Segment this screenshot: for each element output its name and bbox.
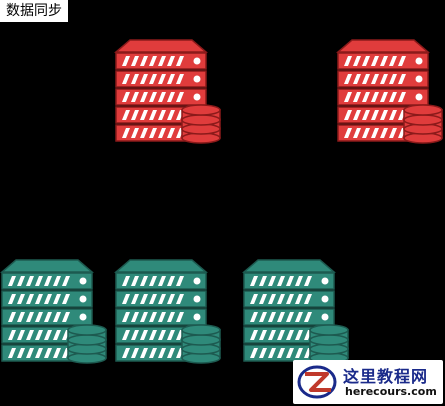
watermark-badge: 这里教程网 herecours.com — [293, 360, 443, 404]
watermark-url: herecours.com — [345, 385, 437, 398]
z-logo-icon — [297, 365, 337, 399]
data-sync-label: 数据同步 — [0, 0, 68, 22]
teal-server-1-icon — [0, 259, 107, 364]
teal-server-2-icon — [113, 259, 221, 364]
teal-server-3-icon — [241, 259, 349, 364]
watermark-name: 这里教程网 — [343, 367, 429, 386]
red-server-1-icon — [113, 39, 221, 144]
red-server-2-icon — [335, 39, 443, 144]
